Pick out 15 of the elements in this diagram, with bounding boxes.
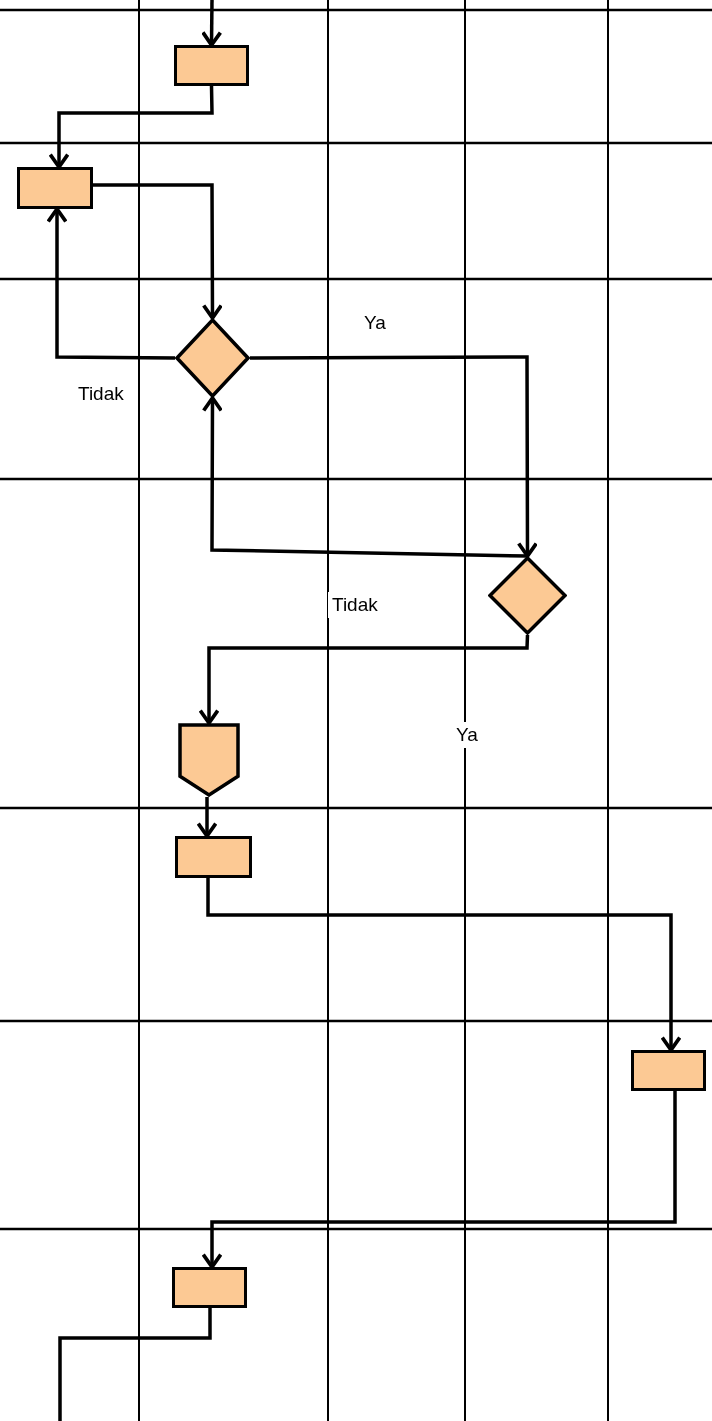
connector-arrow [196, 797, 218, 838]
process-box [175, 836, 252, 878]
connector-arrow [93, 183, 224, 320]
connector-arrow [201, 1091, 677, 1269]
connector-arrow [198, 634, 530, 725]
connector-arrow [48, 85, 214, 169]
connector-arrow [201, 396, 528, 558]
process-box [631, 1050, 706, 1091]
process-box [174, 45, 249, 86]
connector-arrow [201, 0, 223, 47]
connector-arrow [250, 355, 539, 558]
process-box [17, 167, 93, 209]
process-box [172, 1267, 247, 1308]
connector-arrow [46, 207, 175, 360]
connector-arrow [206, 878, 682, 1052]
